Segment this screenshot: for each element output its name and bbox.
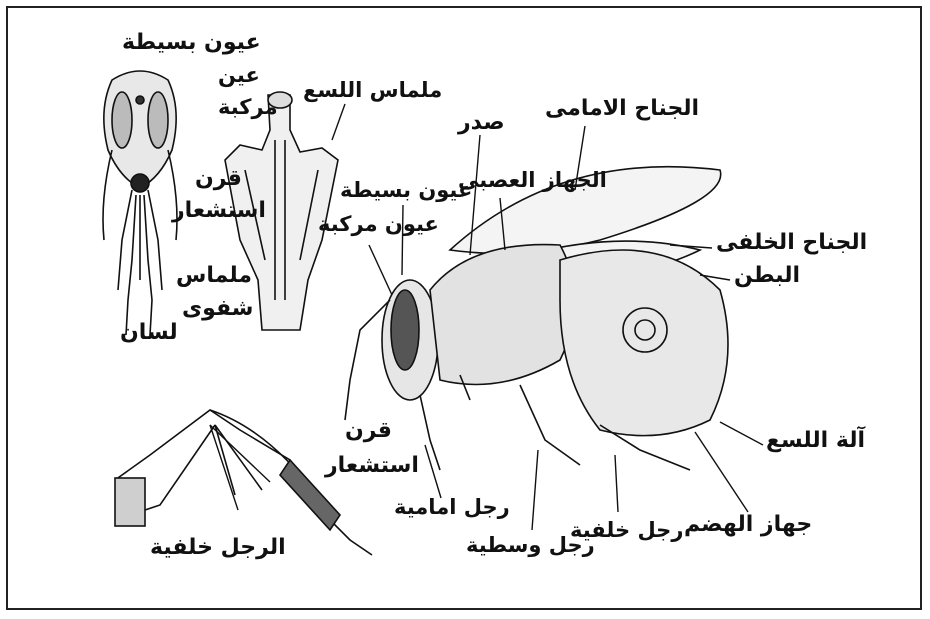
leader-nervous-system	[500, 198, 505, 250]
leader-leg-detail	[210, 425, 270, 510]
leader-forewing	[575, 126, 585, 190]
leader-thorax	[470, 135, 480, 255]
leader-front-leg	[425, 445, 441, 498]
leader-abdomen	[700, 275, 730, 280]
leader-sting-palp	[332, 104, 345, 140]
leader-digestive-system	[695, 432, 748, 512]
leader-hind-leg	[615, 455, 618, 512]
leader-body-simple-eyes	[402, 205, 403, 275]
leader-body-compound-eyes	[369, 245, 392, 295]
leader-hindwing	[670, 245, 712, 248]
leader-sting	[720, 422, 763, 445]
leader-middle-leg	[532, 450, 538, 530]
